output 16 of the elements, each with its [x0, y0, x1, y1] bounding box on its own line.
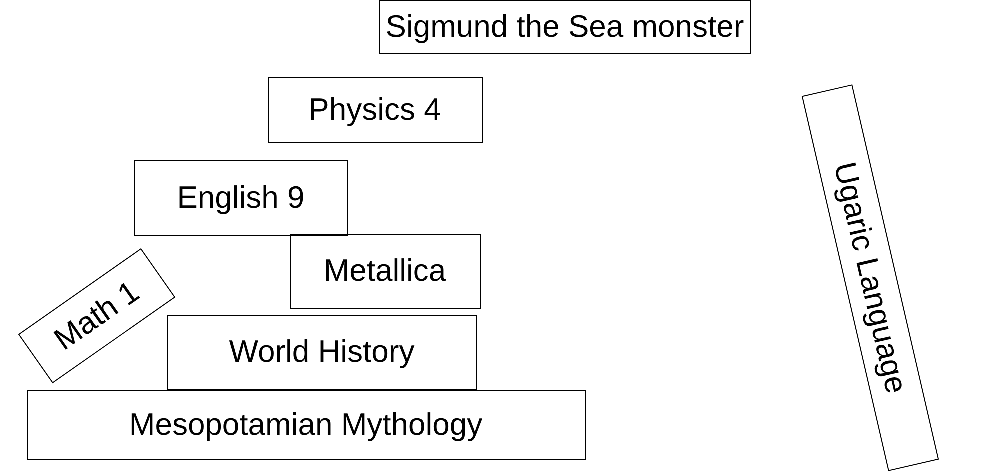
label-box — [268, 77, 482, 143]
box-label: Ugaric Language — [826, 158, 914, 398]
box-label: World History — [229, 334, 415, 370]
label-box — [801, 84, 939, 471]
label-box — [379, 0, 751, 54]
box-label: Mesopotamian Mythology — [129, 407, 483, 443]
box-label: Sigmund the Sea monster — [386, 9, 744, 45]
label-box — [134, 160, 348, 236]
label-box — [18, 248, 176, 384]
box-label: English 9 — [177, 180, 305, 216]
box-label: Math 1 — [48, 274, 146, 358]
box-label: Physics 4 — [308, 92, 442, 128]
label-box — [290, 234, 480, 308]
label-box — [167, 314, 477, 390]
box-label: Metallica — [324, 253, 446, 289]
label-box — [26, 390, 586, 460]
